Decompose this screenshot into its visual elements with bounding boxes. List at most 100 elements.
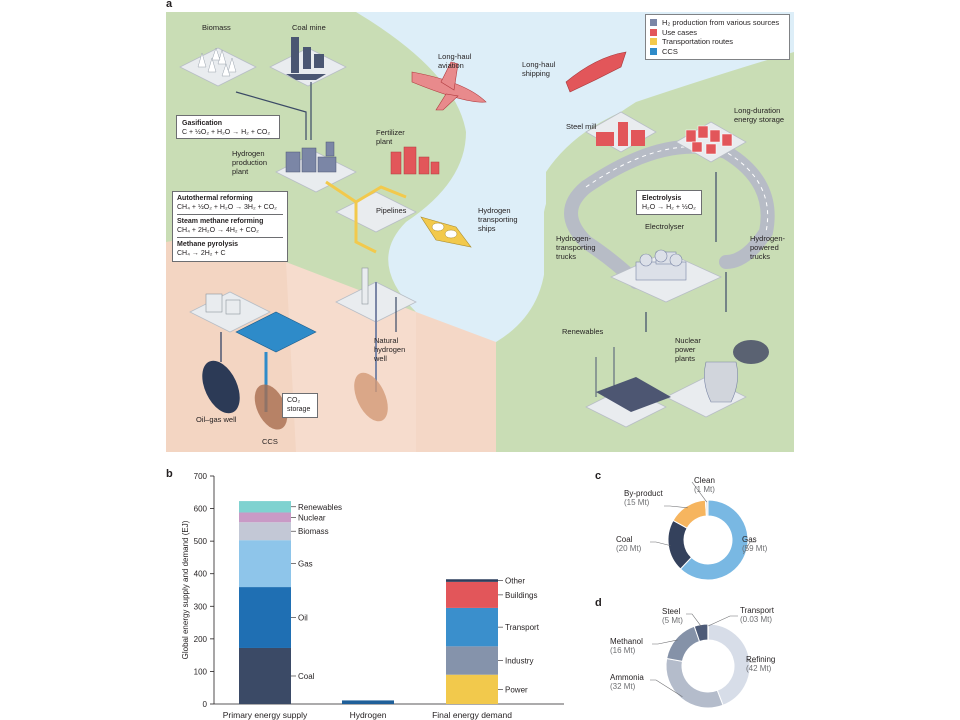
label-long-haul-aviation: Long-haul aviation <box>438 52 472 70</box>
slice-label: Refining <box>746 655 775 664</box>
legend-item: CCS <box>650 47 785 57</box>
bar-segment <box>239 512 291 523</box>
slice-value: (15 Mt) <box>624 498 650 507</box>
slice-value: (5 Mt) <box>662 616 683 625</box>
slice-value: (42 Mt) <box>746 664 772 673</box>
y-tick-label: 500 <box>194 537 208 546</box>
bar-segment <box>239 522 291 541</box>
electrolysis-title: Electrolysis <box>642 195 682 202</box>
gasification-title: Gasification <box>182 120 223 127</box>
slice-label: Methanol <box>610 637 643 646</box>
label-renewables: Renewables <box>562 327 604 336</box>
segment-label: Industry <box>505 657 533 666</box>
label-energy-storage: Long-duration energy storage <box>734 106 785 124</box>
slice-value: (0.03 Mt) <box>740 615 772 624</box>
label-hydrogen-ships: Hydrogen transporting ships <box>478 206 518 233</box>
legend: H₂ production from various sources Use c… <box>645 14 790 60</box>
y-tick-label: 300 <box>194 602 208 611</box>
label-biomass: Biomass <box>202 23 231 32</box>
panel-d-label: d <box>595 597 602 609</box>
autothermal-equation: CH₄ + ½O₂ + H₂O → 3H₂ + CO₂ <box>177 203 283 215</box>
panel-a-illustration <box>166 12 794 452</box>
legend-swatch <box>650 47 657 55</box>
slice-value: (32 Mt) <box>610 682 636 691</box>
label-coal-mine: Coal mine <box>292 23 326 32</box>
label-natural-hydrogen-well: Natural hydrogen well <box>374 336 406 363</box>
x-tick-label: Primary energy supply <box>223 710 308 720</box>
y-tick-label: 200 <box>194 635 208 644</box>
slice-value: (59 Mt) <box>742 544 768 553</box>
label-oil-gas-well: Oil–gas well <box>196 415 237 424</box>
legend-swatch <box>650 38 657 46</box>
label-fertilizer-plant: Fertilizer plant <box>376 128 405 146</box>
slice-value: (1 Mt) <box>694 485 715 494</box>
label-nuclear: Nuclear power plants <box>675 336 701 363</box>
panel-c-chart: Gas(59 Mt)Coal(20 Mt)By-product(15 Mt)Cl… <box>616 476 768 581</box>
segment-label: Renewables <box>298 503 342 512</box>
bar-segment <box>446 674 498 704</box>
x-tick-label: Final energy demand <box>432 710 512 720</box>
legend-label: CCS <box>662 46 678 56</box>
segment-label: Buildings <box>505 591 537 600</box>
pyrolysis-title: Methane pyrolysis <box>177 241 239 248</box>
y-tick-label: 100 <box>194 667 208 676</box>
donut-slice <box>679 499 749 581</box>
smr-title: Steam methane reforming <box>177 218 264 225</box>
bar-segment <box>446 646 498 675</box>
legend-label: Use cases <box>662 27 698 37</box>
label-co2-storage: CO₂ storage <box>282 393 318 418</box>
legend-item: Use cases <box>650 28 785 38</box>
slice-leader <box>708 615 738 627</box>
bar-segment <box>239 587 291 648</box>
panel-a-label: a <box>166 0 173 10</box>
slice-label: Gas <box>742 535 757 544</box>
slice-leader <box>686 613 702 627</box>
segment-label: Nuclear <box>298 513 326 522</box>
label-long-haul-shipping: Long-haul shipping <box>522 60 556 78</box>
legend-item: Transportation routes <box>650 37 785 47</box>
electrolysis-box: Electrolysis H₂O → H₂ + ½O₂ <box>636 190 702 215</box>
electrolysis-equation: H₂O → H₂ + ½O₂ <box>642 204 696 211</box>
panel-d-chart: Refining(42 Mt)Ammonia(32 Mt)Methanol(16… <box>610 606 775 709</box>
slice-leader <box>664 505 688 509</box>
donut-slice <box>666 625 701 662</box>
x-tick-label: Hydrogen <box>350 710 387 720</box>
smr-equation: CH₄ + 2H₂O → 4H₂ + CO₂ <box>177 226 283 238</box>
segment-label: Biomass <box>298 527 329 536</box>
bar-segment <box>446 579 498 582</box>
gasification-equation: C + ½O₂ + H₂O → H₂ + CO₂ <box>182 129 271 136</box>
legend-label: H₂ production from various sources <box>662 18 780 27</box>
donut-slice <box>707 623 751 706</box>
legend-item: H₂ production from various sources <box>650 18 785 28</box>
label-hydrogen-transporting-trucks: Hydrogen- transporting trucks <box>556 234 596 261</box>
gasification-box: Gasification C + ½O₂ + H₂O → H₂ + CO₂ <box>176 115 280 139</box>
slice-label: Clean <box>694 476 715 485</box>
autothermal-title: Autothermal reforming <box>177 195 253 202</box>
bar-segment <box>239 501 291 513</box>
slice-leader <box>743 541 756 555</box>
segment-label: Transport <box>505 623 540 632</box>
slice-leader <box>650 541 671 546</box>
slice-leader <box>652 639 678 645</box>
y-tick-label: 600 <box>194 505 208 514</box>
y-tick-label: 700 <box>194 472 208 481</box>
bar-segment <box>239 647 291 704</box>
slice-leader <box>650 679 683 698</box>
reforming-box: Autothermal reforming CH₄ + ½O₂ + H₂O → … <box>172 191 288 262</box>
panel-b-label: b <box>166 468 173 480</box>
label-pipelines: Pipelines <box>376 206 407 215</box>
slice-label: Ammonia <box>610 673 644 682</box>
y-tick-label: 400 <box>194 570 208 579</box>
label-hydrogen-powered-trucks: Hydrogen- powered trucks <box>750 234 786 261</box>
segment-label: Other <box>505 577 525 586</box>
donut-slice <box>665 657 724 709</box>
bar-segment <box>446 581 498 608</box>
legend-swatch <box>650 28 657 36</box>
segment-label: Coal <box>298 672 315 681</box>
bar-segment <box>446 607 498 647</box>
label-steel-mill: Steel mill <box>566 122 597 131</box>
y-tick-label: 0 <box>203 700 208 709</box>
y-axis-title: Global energy supply and demand (EJ) <box>181 520 190 659</box>
legend-swatch <box>650 19 657 27</box>
legend-label: Transportation routes <box>662 37 734 46</box>
